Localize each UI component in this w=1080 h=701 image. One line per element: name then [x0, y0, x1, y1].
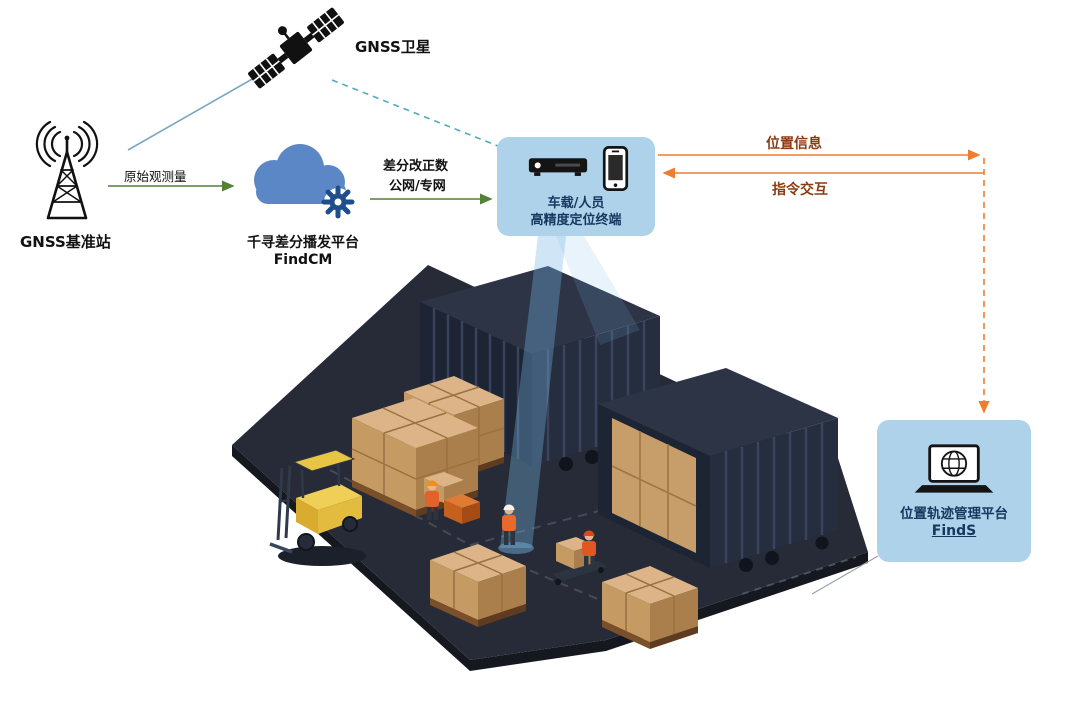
gear-icon: [321, 185, 355, 219]
satellite-icon: [240, 4, 352, 94]
container-b: [598, 368, 838, 572]
pallet-low-2: [602, 566, 698, 649]
positioning-beam: [498, 236, 640, 554]
receiver-icon: [528, 158, 587, 176]
cloud-gear-icon: [232, 134, 366, 234]
worker-3: [582, 530, 596, 569]
correction-link-label-line1: 差分改正数: [383, 159, 449, 174]
observation-link-label: 原始观测量: [124, 169, 187, 184]
platform-callout-line: [811, 555, 879, 595]
connectors: [108, 69, 990, 595]
smartphone-icon: [602, 145, 628, 191]
laptop-globe-icon: [914, 443, 994, 493]
cloud-platform-product: FindCM: [273, 252, 333, 268]
management-platform-node: 位置轨迹管理平台 FindS: [877, 420, 1031, 562]
terminal-label-line2: 高精度定位终端: [530, 212, 622, 228]
worker-1: [425, 480, 439, 520]
container-yard-illustration: [232, 236, 868, 671]
position-info-label: 位置信息: [766, 136, 822, 152]
command-label: 指令交互: [772, 182, 828, 198]
management-platform-name: 位置轨迹管理平台: [900, 505, 1008, 522]
cloud-platform-name: 千寻差分播发平台: [247, 235, 359, 251]
correction-link-label-line2: 公网/专网: [389, 179, 446, 194]
terminal-label-line1: 车载/人员: [547, 195, 605, 211]
pallet-low-1: [430, 544, 526, 627]
antenna-tower-icon: [12, 118, 122, 232]
base-station-label: GNSS基准站: [20, 233, 111, 251]
satellite-to-base-link: [127, 69, 269, 151]
worker-2: [502, 504, 516, 545]
forklift: [269, 449, 366, 566]
small-box-orange: [444, 494, 480, 524]
terminal-node: 车载/人员 高精度定位终端: [497, 137, 655, 236]
satellite-label: GNSS卫星: [355, 38, 431, 56]
satellite-to-terminal-link: [331, 79, 499, 147]
management-platform-product: FindS: [931, 522, 977, 539]
